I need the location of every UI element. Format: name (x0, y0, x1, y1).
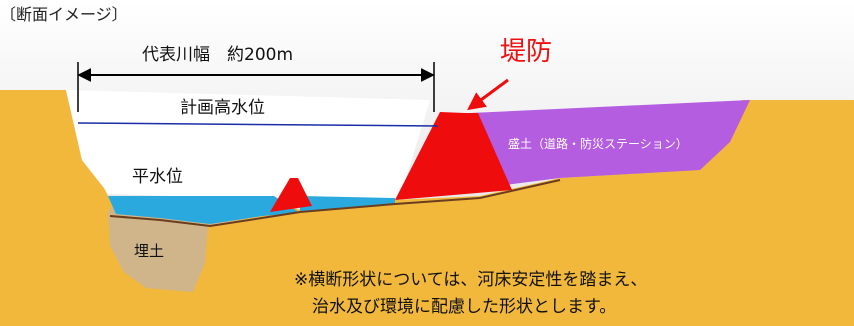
embankment-label: 盛土（道路・防災ステーション） (508, 136, 688, 151)
water-body-right (300, 196, 395, 212)
planned-high-water-line (77, 122, 439, 127)
river-width-label: 代表川幅 約200m (142, 45, 293, 65)
levee-pointer-arrow (467, 78, 509, 111)
note-line-2: 治水及び環境に配慮した形状とします。 (312, 297, 616, 317)
levee-main (395, 112, 512, 200)
embankment-fill (470, 100, 750, 185)
levee-label: 堤防 (500, 37, 552, 67)
water-body (108, 196, 300, 224)
riverbed-line (109, 179, 561, 228)
normal-water-label: 平水位 (132, 167, 183, 187)
section-heading: 〔断面イメージ〕 (0, 5, 128, 24)
note-line-1: ※横断形状については、河床安定性を踏まえ、 (294, 270, 647, 290)
planned-high-water-label: 計画高水位 (180, 98, 265, 118)
ground (0, 90, 854, 326)
levee-small (270, 178, 312, 212)
backfill (108, 200, 280, 292)
backfill-label: 埋土 (134, 242, 164, 260)
channel-void (66, 90, 430, 208)
